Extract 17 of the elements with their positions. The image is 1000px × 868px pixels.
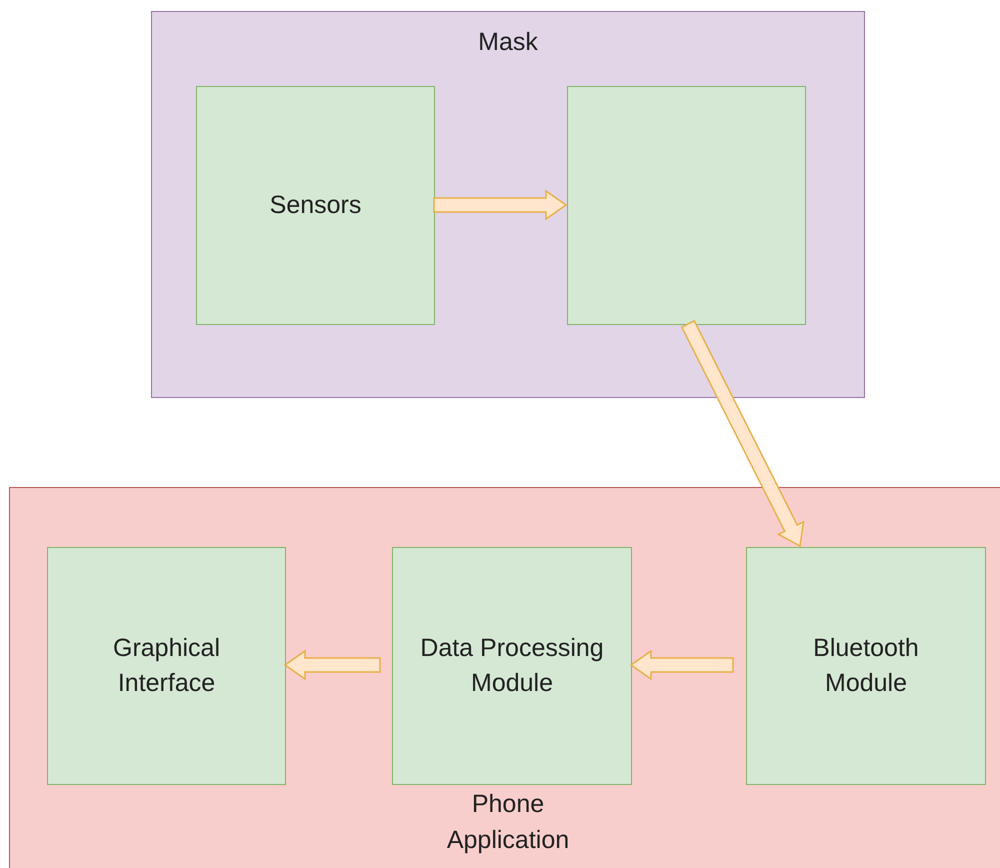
box-label: Graphical Interface: [112, 633, 221, 699]
block-arrow: [630, 650, 734, 680]
group-container: [9, 487, 1000, 868]
process-box: [47, 547, 286, 785]
block-arrow: [433, 190, 568, 220]
process-box: [196, 86, 435, 325]
box-label: Sensors: [268, 190, 362, 221]
process-box: [746, 547, 986, 785]
group-title: Phone Application: [446, 789, 570, 856]
box-label: Data Processing Module: [419, 633, 605, 699]
block-arrow: [284, 650, 381, 680]
group-container: [151, 11, 865, 398]
block-arrow: [680, 320, 804, 548]
empty-box: [567, 86, 806, 325]
group-title: Mask: [478, 27, 538, 58]
box-label: Bluetooth Module: [812, 633, 920, 699]
process-box: [392, 547, 632, 785]
